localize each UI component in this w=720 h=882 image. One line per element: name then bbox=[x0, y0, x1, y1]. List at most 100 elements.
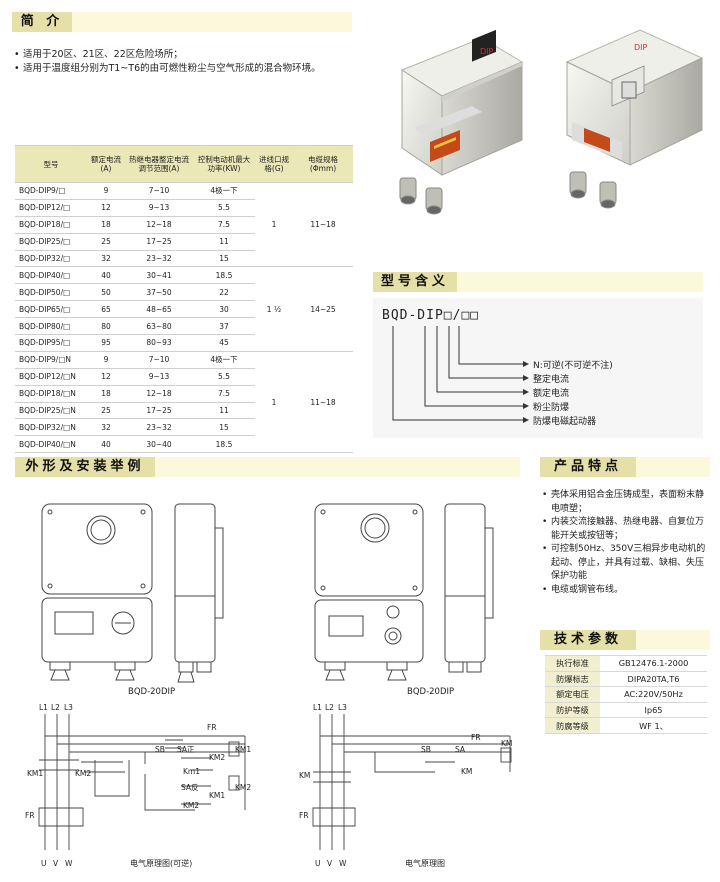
intro-bullet: 适用于温度组分别为T1~T6的由可燃性粉尘与空气形成的混合物环境。 bbox=[14, 62, 354, 76]
model-cell: BQD-DIP95/□ bbox=[15, 334, 87, 352]
sa-fwd-label: SA正 bbox=[177, 745, 195, 754]
table-cell: 9 bbox=[87, 182, 125, 200]
table-cell: 32 bbox=[87, 249, 125, 268]
table-cell: 23~32 bbox=[125, 249, 193, 268]
model-cell: BQD-DIP25/□ bbox=[15, 232, 87, 251]
sa-label: SA bbox=[455, 745, 466, 754]
feature-bullet: 壳体采用铝合金压铸成型，表面粉末静电喷塑； bbox=[542, 489, 708, 516]
table-cell: 95 bbox=[87, 334, 125, 352]
tech-value: WF 1、 bbox=[600, 717, 707, 734]
circuit-caption-left: 电气原理图(可逆) bbox=[130, 859, 193, 868]
table-cell: 18.5 bbox=[193, 435, 255, 454]
intro-title: 简 介 bbox=[12, 12, 72, 32]
model-item: N:可逆(不可逆不注) bbox=[533, 361, 613, 371]
outline-caption-left: BQD-20DIP bbox=[128, 687, 176, 697]
col-header: 控制电动机最大功率(KW) bbox=[193, 145, 255, 183]
table-cell: 80 bbox=[87, 317, 125, 336]
model-cell: BQD-DIP32/□ bbox=[15, 249, 87, 268]
model-item: 粉尘防爆 bbox=[533, 403, 570, 413]
model-cell: BQD-DIP32/□N bbox=[15, 418, 87, 437]
table-cell: 5.5 bbox=[193, 198, 255, 217]
km-coil-label: KM bbox=[501, 739, 512, 748]
table-cell: 7~10 bbox=[125, 350, 193, 369]
intro-bullets: 适用于20区、21区、22区危险场所； 适用于温度组分别为T1~T6的由可燃性粉… bbox=[14, 48, 354, 76]
table-cell: 11 bbox=[193, 401, 255, 420]
tech-key: 防爆标志 bbox=[545, 670, 600, 688]
table-cell: 15 bbox=[193, 418, 255, 437]
table-cell: 30~40 bbox=[125, 435, 193, 454]
col-header: 电缆规格(Φmm) bbox=[293, 145, 353, 183]
feature-bullet: 内装交流接触器、热继电器、自复位万能开关或按钮等； bbox=[542, 516, 708, 543]
tech-key: 额定电压 bbox=[545, 686, 600, 703]
table-cell: 18.5 bbox=[193, 266, 255, 285]
table-cell: 40 bbox=[87, 266, 125, 285]
table-cell: 50 bbox=[87, 283, 125, 302]
table-cell: 32 bbox=[87, 418, 125, 437]
table-cell: 12~18 bbox=[125, 215, 193, 234]
table-cell: 65 bbox=[87, 300, 125, 319]
table-cell: 40 bbox=[87, 435, 125, 454]
km-contact-label: KM bbox=[461, 767, 472, 776]
output-label: W bbox=[65, 859, 73, 868]
outline-drawings bbox=[41, 503, 494, 683]
table-cell: 48~65 bbox=[125, 300, 193, 319]
fr-top-label: FR bbox=[207, 723, 217, 732]
km2-contact-label: KM2 bbox=[209, 753, 225, 762]
phase-label: L3 bbox=[64, 703, 73, 712]
km2-b-label: KM2 bbox=[183, 801, 199, 810]
model-item: 防爆电磁起动器 bbox=[533, 417, 597, 427]
model-title: 型号含义 bbox=[373, 272, 457, 292]
model-item: 整定电流 bbox=[533, 375, 570, 385]
km1-coil-label: KM1 bbox=[235, 745, 251, 754]
features-title: 产品特点 bbox=[540, 457, 636, 477]
phase-label: L2 bbox=[325, 703, 334, 712]
model-cell: BQD-DIP65/□ bbox=[15, 300, 87, 319]
tech-title: 技术参数 bbox=[540, 630, 636, 650]
km1-label: KM1 bbox=[27, 769, 43, 778]
inlet-cell: 1 bbox=[255, 181, 293, 268]
km2-coil-label: KM2 bbox=[235, 783, 251, 792]
phase-label: L2 bbox=[51, 703, 60, 712]
tech-value: GB12476.1-2000 bbox=[600, 655, 707, 672]
table-cell: 17~25 bbox=[125, 401, 193, 420]
table-cell: 18 bbox=[87, 384, 125, 403]
spec-table-header: 型号 额定电流(A) 热继电器整定电流调节范围(A) 控制电动机最大功率(KW)… bbox=[15, 145, 353, 183]
col-header: 型号 bbox=[15, 145, 87, 183]
cable-cell: 11~18 bbox=[293, 181, 353, 268]
install-title: 外形及安装举例 bbox=[15, 457, 155, 477]
table-cell: 22 bbox=[193, 283, 255, 302]
tech-value: Ip65 bbox=[600, 701, 707, 719]
circuit-caption-right: 电气原理图 bbox=[405, 859, 445, 868]
col-header: 进线口规格(G) bbox=[255, 145, 293, 183]
intro-bullet: 适用于20区、21区、22区危险场所； bbox=[14, 48, 354, 62]
cable-cell: 11~18 bbox=[293, 350, 353, 454]
table-cell: 9~13 bbox=[125, 367, 193, 386]
km2-label: KM2 bbox=[75, 769, 91, 778]
phase-label: L3 bbox=[338, 703, 347, 712]
output-label: V bbox=[53, 859, 59, 868]
km-label: KM bbox=[299, 771, 310, 780]
inlet-cell: 1 ½ bbox=[255, 266, 293, 352]
table-cell: 18 bbox=[87, 215, 125, 234]
tech-key: 防护等级 bbox=[545, 701, 600, 719]
sa-rev-label: SA反 bbox=[181, 782, 199, 792]
km1-contact-label: Km1 bbox=[183, 767, 200, 776]
model-cell: BQD-DIP9/□ bbox=[15, 182, 87, 200]
table-cell: 5.5 bbox=[193, 367, 255, 386]
photo-label-left: DIP bbox=[480, 47, 494, 56]
sb-label: SB bbox=[421, 745, 431, 754]
table-cell: 7~10 bbox=[125, 182, 193, 200]
table-cell: 25 bbox=[87, 232, 125, 251]
output-label: V bbox=[327, 859, 333, 868]
model-cell: BQD-DIP18/□N bbox=[15, 384, 87, 403]
